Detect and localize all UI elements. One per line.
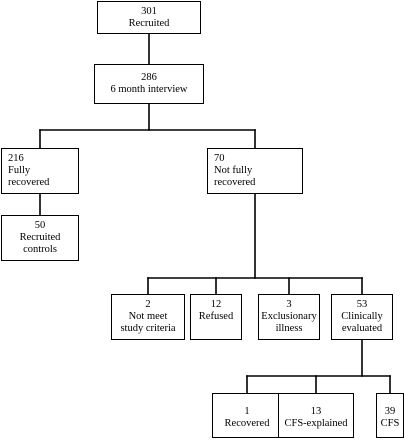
node-recruited-count: 301	[141, 6, 157, 17]
node-recruited: 301 Recruited	[97, 1, 201, 34]
node-not-meet-criteria-label: Not meet study criteria	[120, 311, 176, 334]
node-not-fully-recovered: 70 Not fully recovered	[207, 148, 303, 194]
node-recruited-controls-label: Recruited controls	[19, 232, 61, 255]
node-recruited-label: Recruited	[128, 18, 170, 29]
node-cfs-explained-count: 13	[310, 406, 322, 417]
node-recruited-controls-count: 50	[34, 220, 46, 231]
node-not-fully-recovered-count: 70	[214, 153, 225, 164]
node-recovered-label: Recovered	[224, 418, 270, 429]
node-cfs-explained: 13 CFS-explained	[278, 393, 354, 438]
node-not-meet-criteria: 2 Not meet study criteria	[111, 294, 185, 340]
node-interview-label: 6 month interview	[110, 84, 188, 95]
node-cfs-label: CFS	[380, 418, 400, 429]
node-recovered: 1 Recovered	[212, 393, 282, 438]
node-fully-recovered-count: 216	[8, 153, 24, 164]
node-exclusionary-illness: 3 Exclusionary illness	[258, 294, 320, 340]
node-fully-recovered-label: Fully recovered	[8, 165, 50, 188]
node-refused-label: Refused	[198, 311, 234, 322]
node-interview-count: 286	[141, 72, 157, 83]
node-clinically-evaluated: 53 Clinically evaluated	[331, 294, 393, 340]
node-exclusionary-illness-label: Exclusionary illness	[261, 311, 317, 334]
node-refused-count: 12	[210, 299, 222, 310]
node-clinically-evaluated-count: 53	[356, 299, 368, 310]
node-recruited-controls: 50 Recruited controls	[1, 215, 79, 261]
node-cfs-explained-label: CFS-explained	[284, 418, 348, 429]
node-not-meet-criteria-count: 2	[145, 299, 151, 310]
node-exclusionary-illness-count: 3	[286, 299, 292, 310]
node-fully-recovered: 216 Fully recovered	[1, 148, 79, 194]
node-refused: 12 Refused	[190, 294, 242, 340]
node-interview: 286 6 month interview	[94, 64, 204, 104]
node-cfs: 39 CFS	[376, 393, 404, 438]
node-clinically-evaluated-label: Clinically evaluated	[341, 311, 383, 334]
node-recovered-count: 1	[244, 406, 250, 417]
node-not-fully-recovered-label: Not fully recovered	[214, 165, 256, 188]
node-cfs-count: 39	[384, 406, 396, 417]
